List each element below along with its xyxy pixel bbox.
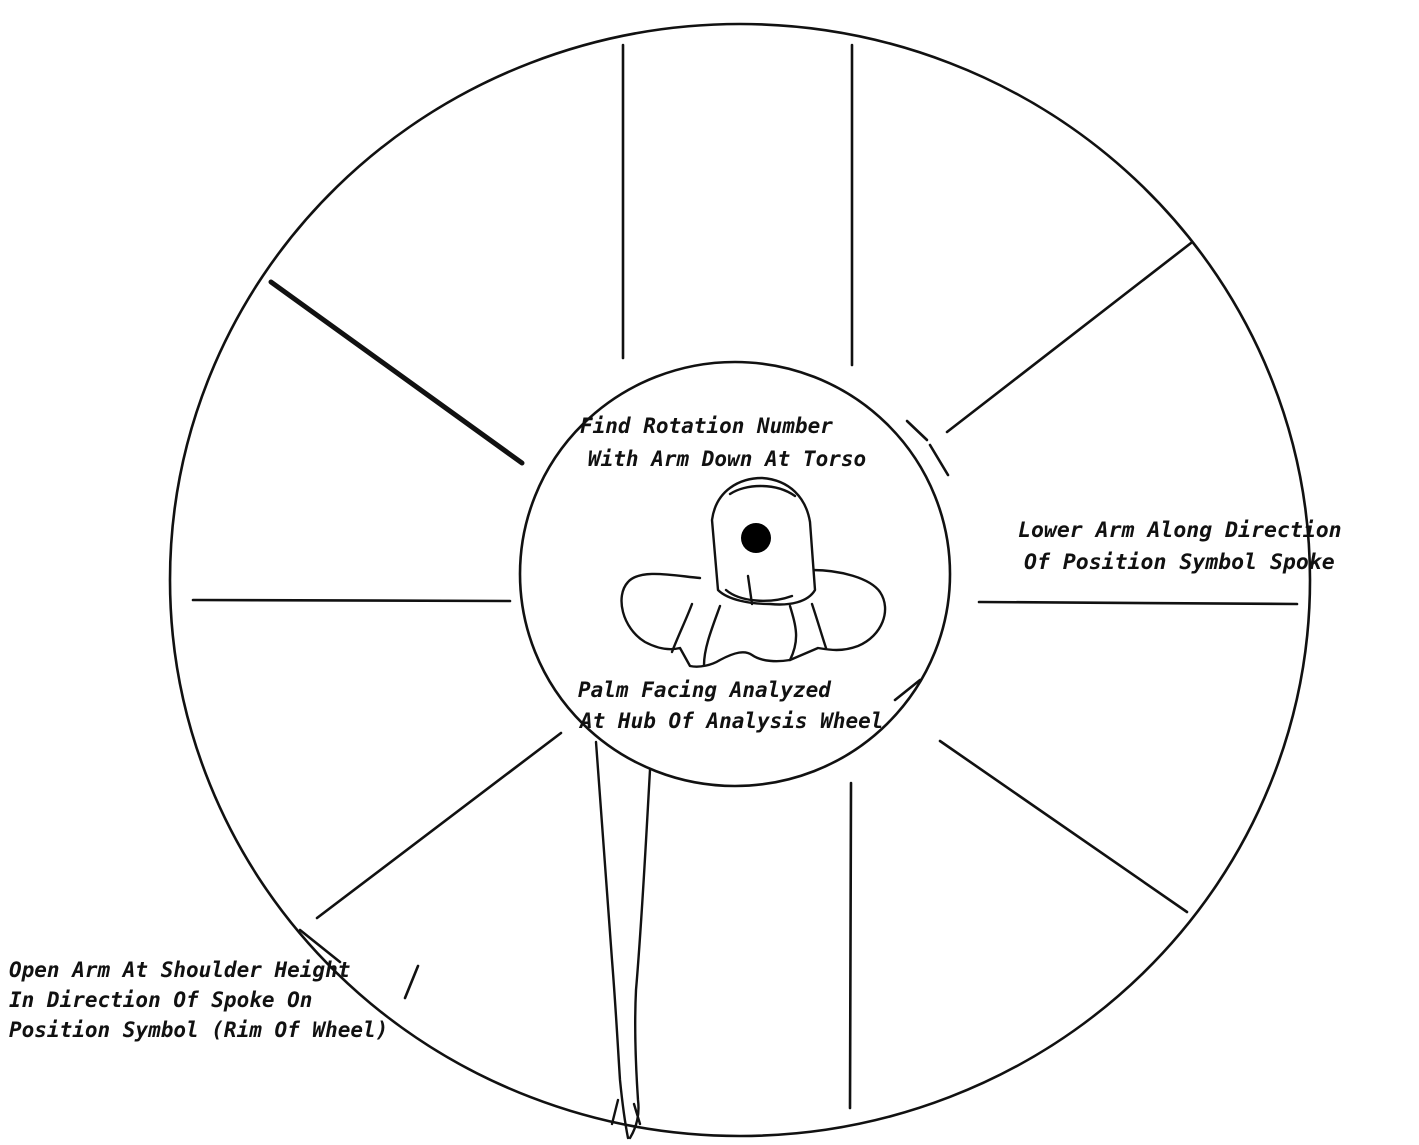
right-label-line-1: Lower Arm Along Direction [1018, 520, 1342, 552]
leader-line-open-arm-2 [405, 966, 418, 998]
spoke-left [193, 600, 510, 601]
spoke-right [979, 602, 1297, 604]
torso-figure [596, 478, 885, 1138]
spoke-upper-left [271, 282, 522, 463]
arm-down [596, 742, 650, 1138]
right-label: Lower Arm Along Direction Of Position Sy… [1018, 520, 1342, 584]
hub-bottom-label-line-2: At Hub Of Analysis Wheel [578, 711, 883, 742]
hub-center-dot [741, 523, 771, 553]
right-label-line-2: Of Position Symbol Spoke [1018, 552, 1342, 584]
spoke-bottom [850, 783, 851, 1108]
hub-bottom-label: Palm Facing Analyzed At Hub Of Analysis … [578, 680, 883, 742]
lower-left-label: Open Arm At Shoulder Height In Direction… [9, 960, 388, 1050]
hub-bottom-label-line-1: Palm Facing Analyzed [578, 680, 883, 711]
spoke-lower-left [317, 733, 561, 918]
leader-line-top [907, 421, 927, 440]
hub-top-label-line-1: Find Rotation Number [580, 416, 866, 449]
spoke-upper-right [947, 243, 1191, 432]
lower-left-label-line-3: Position Symbol (Rim Of Wheel) [9, 1020, 388, 1050]
leader-line-top-right [930, 445, 948, 475]
lower-left-label-line-1: Open Arm At Shoulder Height [9, 960, 388, 990]
hub-top-label: Find Rotation Number With Arm Down At To… [580, 416, 866, 482]
lower-left-label-line-2: In Direction Of Spoke On [9, 990, 388, 1020]
hub-top-label-line-2: With Arm Down At Torso [580, 449, 866, 482]
spoke-lower-right [940, 741, 1187, 912]
